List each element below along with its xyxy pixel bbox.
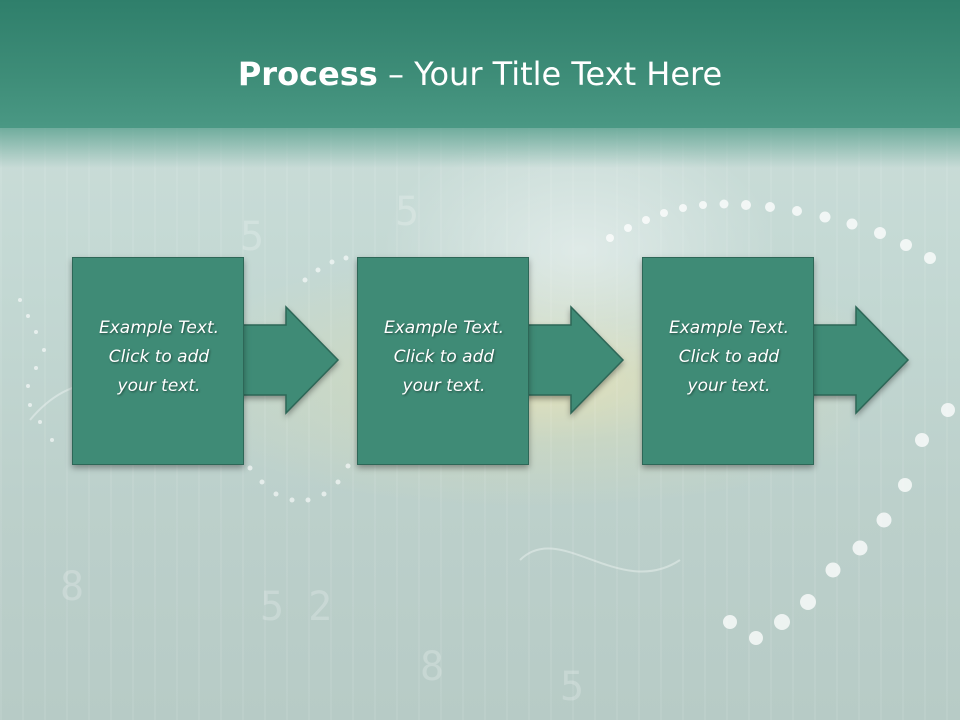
process-step-1[interactable]: Example Text. Click to add your text.	[72, 257, 362, 467]
step-2-line-2: Click to add	[393, 347, 495, 367]
step-3-box[interactable]: Example Text. Click to add your text.	[642, 257, 814, 465]
step-2-text[interactable]: Example Text. Click to add your text.	[364, 314, 524, 401]
step-1-line-2: Click to add	[108, 347, 210, 367]
step-2-line-1: Example Text.	[383, 318, 505, 338]
slide-title-rest: – Your Title Text Here	[377, 55, 723, 93]
step-1-line-1: Example Text.	[98, 318, 220, 338]
process-step-3[interactable]: Example Text. Click to add your text.	[642, 257, 932, 467]
slide-title-bold: Process	[237, 55, 378, 93]
svg-text:8: 8	[60, 564, 84, 610]
svg-text:5: 5	[395, 189, 419, 235]
step-2-box[interactable]: Example Text. Click to add your text.	[357, 257, 529, 465]
step-1-box[interactable]: Example Text. Click to add your text.	[72, 257, 244, 465]
title-band	[0, 0, 960, 128]
svg-text:5: 5	[560, 664, 584, 710]
title-band-fade	[0, 128, 960, 168]
process-step-2[interactable]: Example Text. Click to add your text.	[357, 257, 647, 467]
step-1-text[interactable]: Example Text. Click to add your text.	[79, 314, 239, 401]
step-3-text[interactable]: Example Text. Click to add your text.	[649, 314, 809, 401]
step-1-line-3: your text.	[117, 376, 201, 396]
step-3-line-3: your text.	[687, 376, 771, 396]
step-3-line-1: Example Text.	[668, 318, 790, 338]
step-3-line-2: Click to add	[678, 347, 780, 367]
svg-text:5 2: 5 2	[260, 584, 332, 630]
svg-text:8: 8	[420, 644, 444, 690]
slide-title[interactable]: Process – Your Title Text Here	[0, 52, 960, 96]
step-2-line-3: your text.	[402, 376, 486, 396]
svg-text:5: 5	[240, 214, 264, 260]
